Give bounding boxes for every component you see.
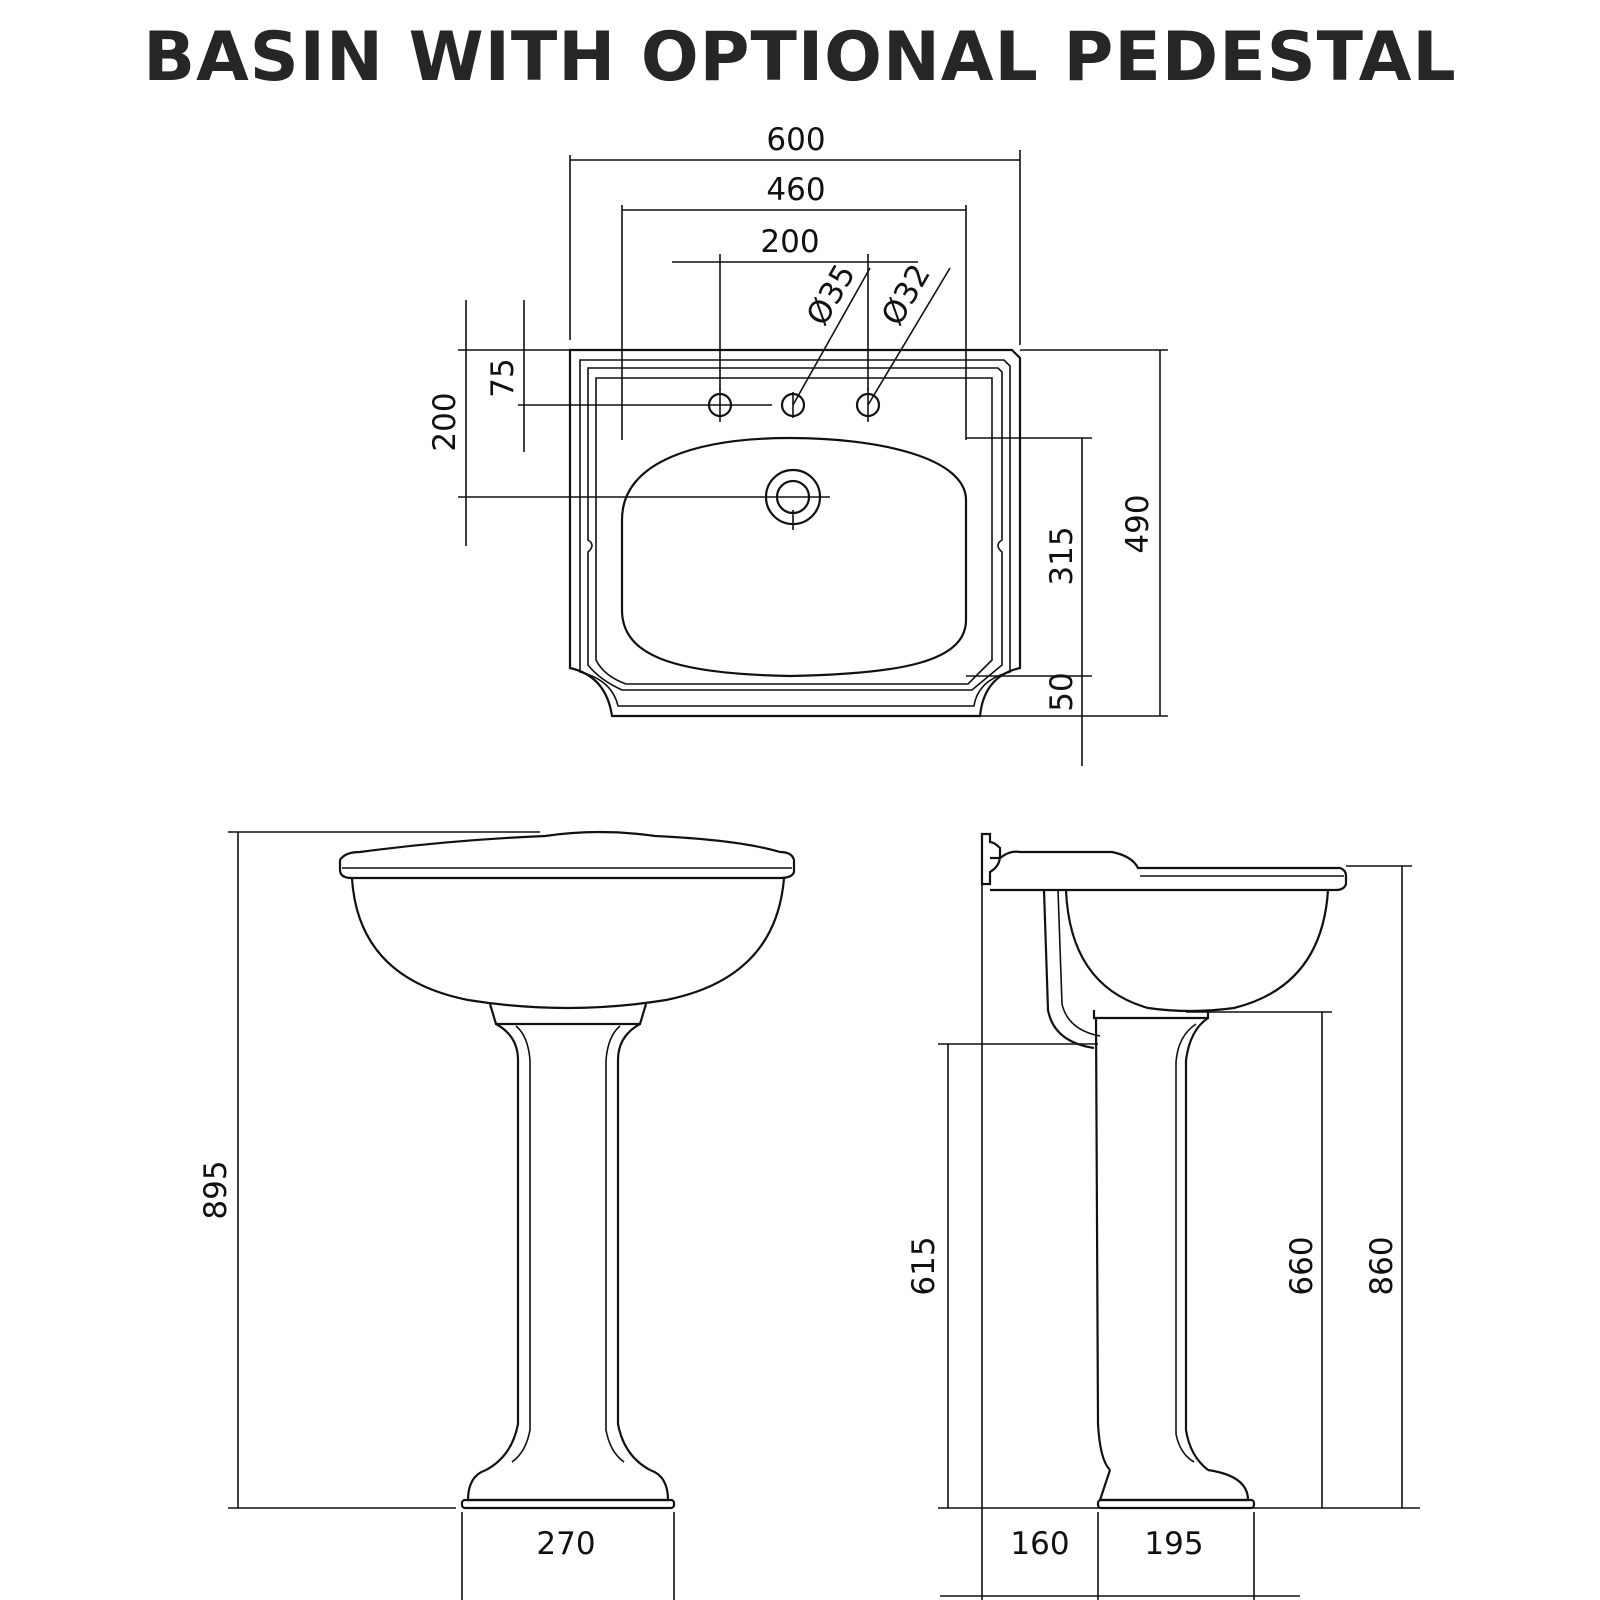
dim-height-895: 895 xyxy=(198,1160,234,1219)
plan-dimensions xyxy=(458,150,1168,766)
front-view xyxy=(338,830,796,1510)
dim-height-860: 860 xyxy=(1364,1236,1400,1295)
dim-diameter-32: Ø32 xyxy=(875,258,938,331)
drawing-title: BASIN WITH OPTIONAL PEDESTAL xyxy=(143,18,1457,97)
front-dimensions xyxy=(228,831,675,1600)
side-dimensions xyxy=(938,834,1420,1600)
dim-wall-offset-160: 160 xyxy=(1010,1526,1069,1562)
dim-waste-offset-200: 200 xyxy=(427,392,463,451)
dim-diameter-35: Ø35 xyxy=(800,258,863,331)
dim-height-615: 615 xyxy=(906,1236,942,1295)
dim-tap-spacing-200: 200 xyxy=(760,224,819,260)
dim-bowl-315: 315 xyxy=(1044,526,1080,585)
dim-tap-offset-75: 75 xyxy=(485,358,521,397)
dim-base-195: 195 xyxy=(1144,1526,1203,1562)
side-view xyxy=(980,832,1348,1510)
dim-width-600: 600 xyxy=(766,122,825,158)
dim-height-660: 660 xyxy=(1284,1236,1320,1295)
dim-base-270: 270 xyxy=(536,1526,595,1562)
dim-width-460: 460 xyxy=(766,172,825,208)
dim-depth-490: 490 xyxy=(1120,494,1156,553)
dim-rim-50: 50 xyxy=(1044,672,1080,711)
